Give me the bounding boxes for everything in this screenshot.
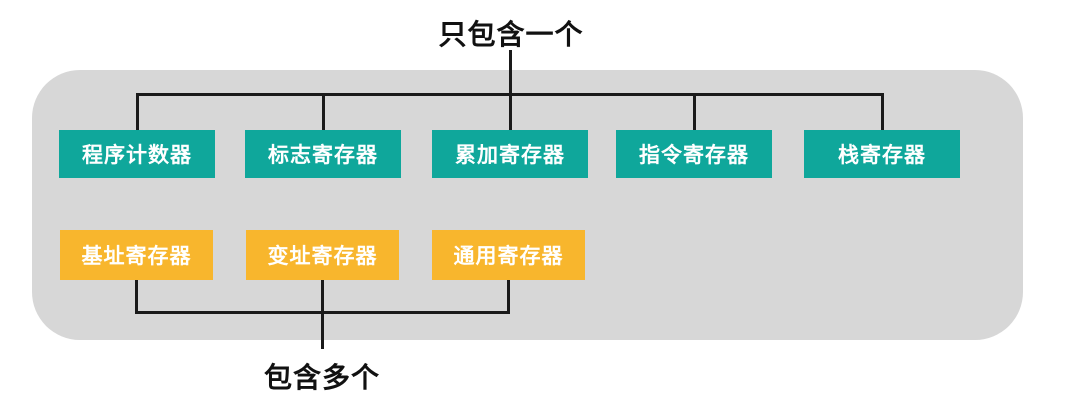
top-annotation: 只包含一个 bbox=[438, 19, 584, 50]
instruction-register-box: 指令寄存器 bbox=[616, 130, 772, 178]
accumulator-register-box: 累加寄存器 bbox=[432, 130, 588, 178]
top-bracket-line bbox=[136, 93, 884, 130]
stack-register-box: 栈寄存器 bbox=[804, 130, 960, 178]
base-register-box: 基址寄存器 bbox=[60, 230, 213, 280]
program-counter-box: 程序计数器 bbox=[59, 130, 215, 178]
general-register-box: 通用寄存器 bbox=[432, 230, 585, 280]
bottom-annotation: 包含多个 bbox=[263, 362, 381, 393]
flag-register-box: 标志寄存器 bbox=[245, 130, 401, 178]
index-register-box: 变址寄存器 bbox=[246, 230, 399, 280]
register-group-container bbox=[32, 70, 1023, 340]
